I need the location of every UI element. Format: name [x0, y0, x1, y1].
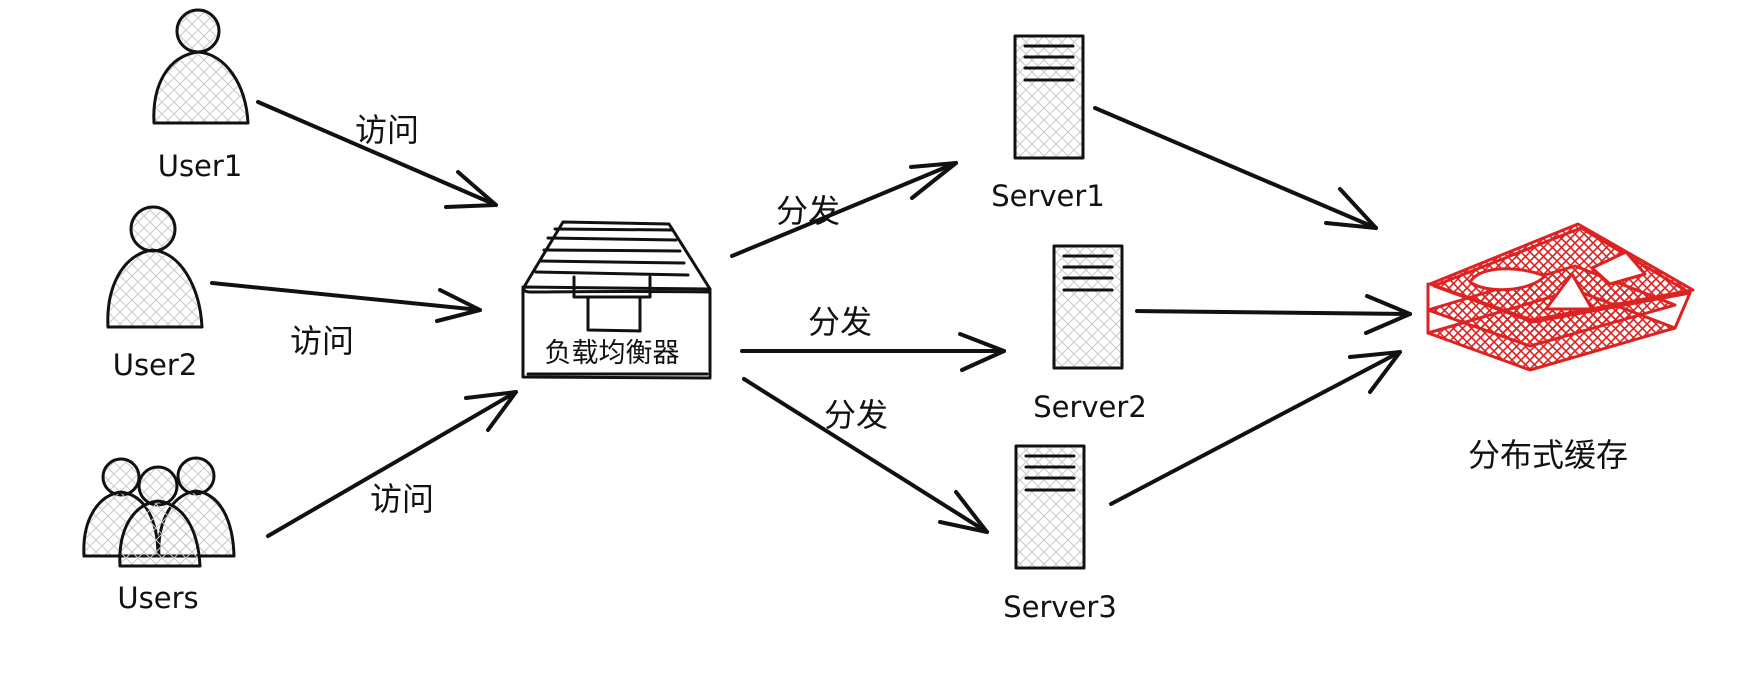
- dispatch-arrow-3: [742, 377, 989, 534]
- distributed-cache-node: 分布式缓存: [1426, 222, 1695, 474]
- access-label-1: 访问: [355, 111, 419, 149]
- access-label-2: 访问: [290, 322, 354, 360]
- layers-icon: [1426, 222, 1695, 372]
- server-tower-icon: [1014, 444, 1086, 570]
- dispatch-label-2: 分发: [808, 303, 872, 341]
- users-group-icon: [82, 456, 236, 568]
- user2-label: User2: [113, 348, 198, 382]
- user1-label: User1: [158, 149, 243, 183]
- users-group-node: Users: [82, 456, 236, 615]
- person-icon: [106, 205, 204, 329]
- cache-arrow-1: [1093, 106, 1378, 230]
- access-label-3: 访问: [370, 480, 434, 518]
- load-balancer-node: 负载均衡器: [521, 220, 712, 380]
- dispatch-label-3: 分发: [824, 396, 888, 434]
- server1-label: Server1: [991, 179, 1105, 213]
- server1-node: Server1: [991, 34, 1105, 213]
- cache-arrow-2: [1135, 294, 1412, 335]
- drawer-icon: [521, 220, 712, 380]
- access-arrow-2: [210, 281, 482, 323]
- server-tower-icon: [1013, 34, 1085, 160]
- dispatch-arrow-2: [740, 332, 1006, 372]
- person-icon: [152, 8, 250, 125]
- dispatch-label-1: 分发: [776, 192, 840, 230]
- cache-arrow-3: [1109, 350, 1402, 506]
- user2-node: User2: [106, 205, 204, 382]
- load-balancer-label: 负载均衡器: [545, 338, 680, 369]
- server3-node: Server3: [1003, 444, 1117, 624]
- server2-label: Server2: [1033, 390, 1147, 424]
- access-arrow-1: [256, 100, 498, 209]
- user1-node: User1: [152, 8, 250, 183]
- access-arrow-3: [266, 390, 518, 538]
- server2-node: Server2: [1033, 244, 1147, 424]
- server3-label: Server3: [1003, 590, 1117, 624]
- server-tower-icon: [1052, 244, 1124, 370]
- users-label: Users: [117, 581, 198, 615]
- cache-label: 分布式缓存: [1468, 436, 1628, 474]
- dispatch-arrow-1: [730, 161, 958, 258]
